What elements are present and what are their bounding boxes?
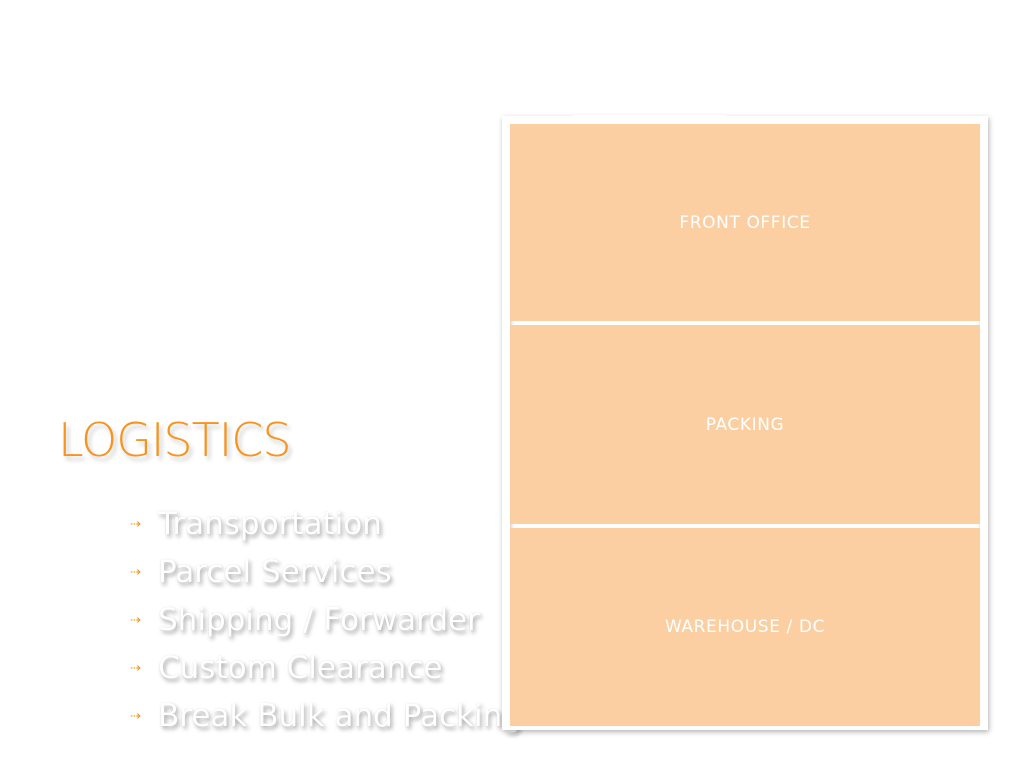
list-item: ⇢ Transportation xyxy=(130,500,522,548)
list-item: ⇢ Break Bulk and Packing xyxy=(130,692,522,740)
room-label: PACKING xyxy=(705,414,785,435)
arrow-right-icon: ⇢ xyxy=(130,516,141,532)
arrow-right-icon: ⇢ xyxy=(130,564,141,580)
room-label: FRONT OFFICE xyxy=(679,212,811,233)
floor-plan-interior: FRONT OFFICE PACKING WAREHOUSE / DC xyxy=(510,124,980,726)
room-packing: PACKING xyxy=(510,325,980,524)
bullet-text: Transportation xyxy=(158,506,382,542)
arrow-right-icon: ⇢ xyxy=(130,708,141,724)
room-warehouse: WAREHOUSE / DC xyxy=(510,528,980,726)
room-front-office: FRONT OFFICE xyxy=(510,124,980,321)
bullet-text: Parcel Services xyxy=(158,554,392,590)
list-item: ⇢ Shipping / Forwarder xyxy=(130,596,522,644)
entrance-opening xyxy=(573,115,725,123)
bullet-list: ⇢ Transportation ⇢ Parcel Services ⇢ Shi… xyxy=(130,500,522,740)
bullet-text: Break Bulk and Packing xyxy=(158,698,522,734)
slide-title: LOGISTICS xyxy=(58,413,292,467)
floor-plan: FRONT OFFICE PACKING WAREHOUSE / DC xyxy=(502,115,988,730)
arrow-right-icon: ⇢ xyxy=(130,612,141,628)
list-item: ⇢ Parcel Services xyxy=(130,548,522,596)
list-item: ⇢ Custom Clearance xyxy=(130,644,522,692)
arrow-right-icon: ⇢ xyxy=(130,660,141,676)
room-label: WAREHOUSE / DC xyxy=(664,617,826,637)
bullet-text: Shipping / Forwarder xyxy=(158,602,480,638)
bullet-text: Custom Clearance xyxy=(158,650,443,686)
